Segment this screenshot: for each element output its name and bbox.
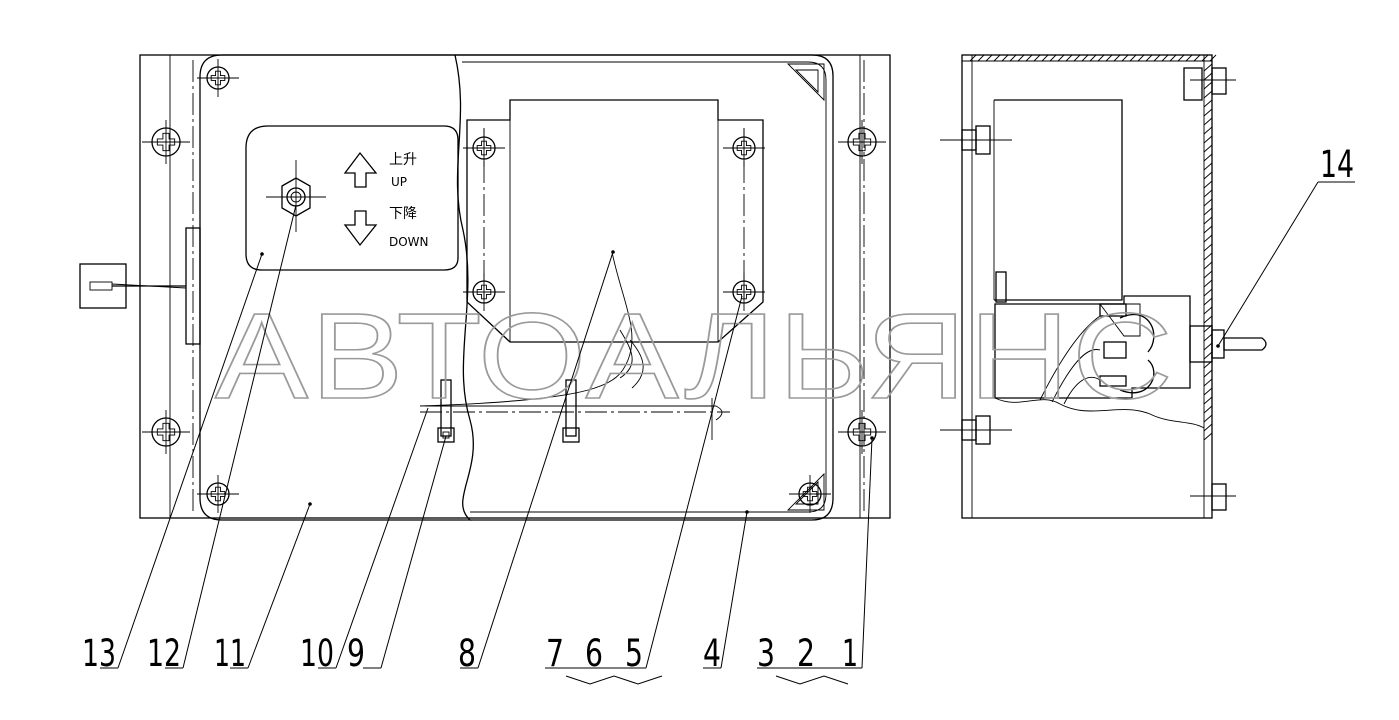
screw-icon: [723, 273, 765, 311]
callout-4: 4: [703, 632, 721, 675]
callout-5: 5: [625, 632, 643, 675]
switch-assembly: [994, 295, 1267, 405]
callout-12: 12: [147, 632, 181, 675]
screw-icon: [723, 129, 765, 167]
side-bolts: [940, 67, 1236, 511]
side-view: [940, 54, 1267, 519]
label-plate: [245, 125, 459, 271]
screw-icon: [197, 59, 239, 97]
watermark-text: АВТОАЛЬЯНС: [215, 288, 1175, 424]
down-arrow-icon: [343, 210, 378, 247]
up-arrow-icon: [343, 151, 378, 188]
side-connector: [79, 227, 201, 345]
callout-numbers: 13 12 11 10 9 8 7 6 5 4 3 2 1 14: [82, 143, 1354, 675]
controller-module: [466, 99, 764, 343]
callout-6: 6: [585, 632, 603, 675]
wire-harness: [419, 251, 730, 443]
callout-3: 3: [757, 632, 775, 675]
callout-14: 14: [1320, 143, 1354, 186]
callout-10: 10: [300, 632, 334, 675]
up-label-en: UP: [391, 175, 407, 189]
up-label-cn: 上升: [389, 152, 417, 168]
toggle-switch-nut: [266, 160, 326, 232]
callout-13: 13: [82, 632, 116, 675]
screw-icon: [142, 410, 190, 454]
screws: [142, 59, 886, 513]
screw-icon: [838, 410, 886, 454]
box-section: [961, 54, 1213, 519]
mounting-frame: [139, 54, 891, 519]
screw-icon: [142, 120, 190, 164]
callout-1: 1: [842, 632, 858, 675]
front-view: 上升 UP 下降 DOWN: [79, 54, 891, 521]
callout-2: 2: [797, 632, 815, 675]
callout-7: 7: [546, 632, 564, 675]
callout-9: 9: [347, 632, 365, 675]
screw-icon: [789, 475, 831, 513]
screw-icon: [463, 273, 505, 311]
leader-lines: [100, 181, 1355, 685]
down-label-cn: 下降: [389, 206, 417, 222]
screw-icon: [838, 120, 886, 164]
callout-8: 8: [458, 632, 476, 675]
screw-icon: [197, 475, 239, 513]
down-label-en: DOWN: [389, 235, 429, 249]
screw-icon: [463, 129, 505, 167]
callout-11: 11: [214, 632, 246, 675]
